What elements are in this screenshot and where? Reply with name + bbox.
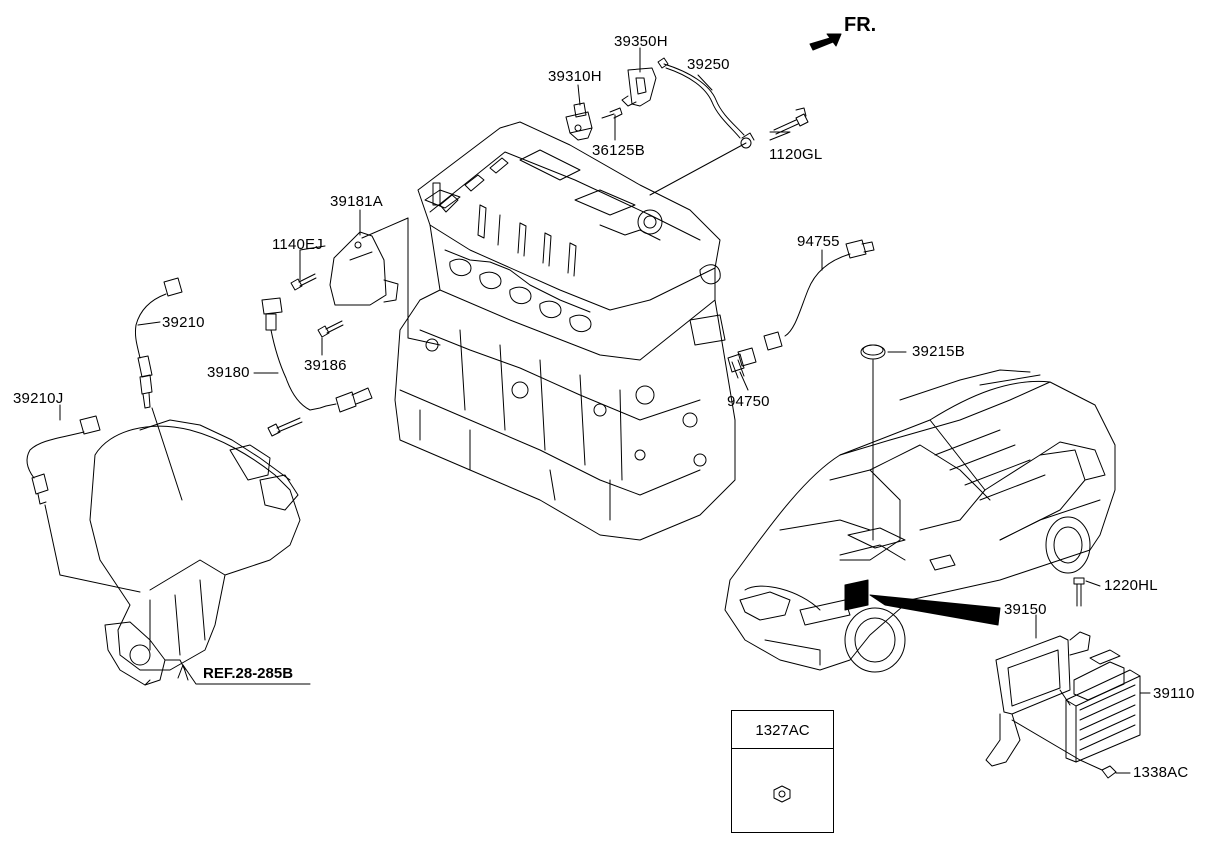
reference-label: REF.28-285B [203,665,294,682]
knock-sensor-cable [657,57,755,149]
part-label-39310h: 39310H [548,68,602,85]
part-label-39180: 39180 [207,364,250,381]
grommet-39215b [860,344,886,360]
part-legend-box: 1327AC [731,710,834,833]
part-label-39215b: 39215B [912,343,965,360]
oxygen-sensor-downstream [26,415,101,505]
bolt-1140ej [290,273,317,291]
vehicle-suv [724,369,1116,673]
engine-block [394,121,736,541]
front-direction-arrow [809,33,842,51]
part-label-39181a: 39181A [330,193,383,210]
ecu-bracket [985,631,1091,767]
part-label-39210: 39210 [162,314,205,331]
oxygen-sensor-upstream [135,277,183,409]
part-label-39186: 39186 [304,357,347,374]
leader-lines [44,47,1151,774]
part-label-39210j: 39210J [13,390,64,407]
part-label-39110: 39110 [1153,685,1195,702]
part-label-94755: 94755 [797,233,840,250]
part-label-39150: 39150 [1004,601,1047,618]
part-label-1120gl: 1120GL [769,146,823,163]
part-label-36125b: 36125B [592,142,645,159]
part-label-39350h: 39350H [614,33,668,50]
sensor-94750 [727,347,757,379]
part-label-1140ej: 1140EJ [272,236,323,253]
camshaft-position-sensor [565,102,623,141]
part-label-94750: 94750 [727,393,770,410]
part-label-39250: 39250 [687,56,730,73]
sensor-wiring-94755 [763,239,875,351]
bolt-39186 [317,320,344,338]
sensor-bracket [621,67,657,107]
bolt-1220hl [1073,577,1085,607]
bolt-1120gl [773,107,809,135]
exhaust-manifold [89,419,301,686]
ecu-module [1065,649,1141,763]
part-label-1338ac: 1338AC [1133,764,1189,781]
legend-nut-icon [773,785,791,803]
part-label-1220hl: 1220HL [1104,577,1158,594]
crankshaft-position-sensor [261,297,373,437]
heat-shield [329,231,399,306]
nut-1338ac [1101,765,1117,779]
front-direction-label: FR. [844,14,877,36]
legend-part-label: 1327AC [732,711,833,749]
